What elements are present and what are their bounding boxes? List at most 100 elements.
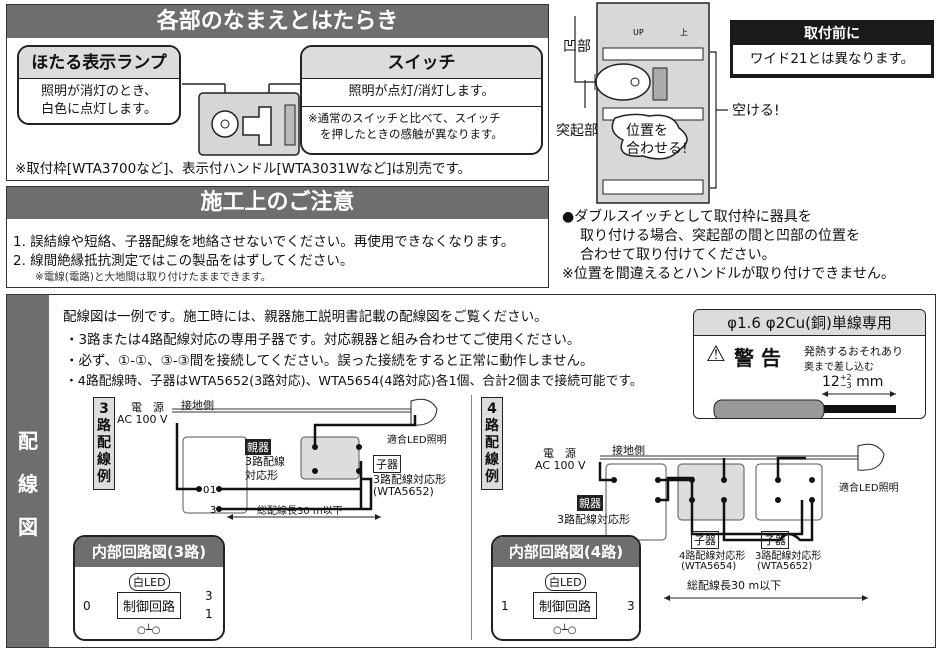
tw-parent-2: 対応形	[245, 469, 278, 482]
tw-child-1: 3路配線対応形	[373, 473, 446, 486]
warning-icon: ⚠	[706, 342, 726, 367]
before-mount-text: ワイド21とは異なります。	[733, 45, 931, 74]
device-illustration	[182, 83, 302, 156]
strip-length-unit: mm	[856, 374, 884, 390]
up-label: UP	[633, 28, 644, 37]
tw-l0: 3	[99, 401, 109, 417]
strip-length: 12+2−3 mm	[822, 373, 884, 391]
mounting-frame-illustration: UP 上	[574, 2, 728, 204]
tw-l1: 路	[97, 418, 111, 434]
recess-label: 凹部	[563, 39, 591, 55]
fw-power-1: 電 源	[543, 447, 576, 460]
fw-ground: 接地側	[612, 444, 645, 457]
tw-parent-tag: 親器	[245, 439, 271, 455]
fw-lamp: 適合LED照明	[839, 483, 899, 494]
fw-child-b-2: (WTA5652)	[757, 561, 813, 572]
mounting-instructions: ●ダブルスイッチとして取付枠に器具を 取り付ける場合、突起部の間と凹部の位置を …	[562, 208, 895, 284]
fw-power-2: AC 100 V	[535, 459, 586, 472]
caution-panel: 施工上のご注意 1. 誤結線や短絡、子器配線を地絡させないでください。再使用でき…	[6, 186, 549, 288]
lamp-line2: 白色に点灯します。	[41, 102, 157, 117]
wiring-point-3: ・4路配線時、子器はWTA5652(3路対応)、WTA5654(4路対応)各1個…	[65, 374, 643, 389]
tw-child-tag: 子器	[373, 455, 401, 473]
bullet-line-3: 合わせて取り付けてください。	[580, 247, 776, 263]
tw-term-0: 0	[203, 485, 209, 496]
push-switch-icon: ○┴○	[137, 625, 161, 636]
warning-text-1: 発熱するおそれあり	[804, 345, 903, 358]
fw-child-a-2: (WTA5654)	[681, 561, 737, 572]
circuit4-t1: 1	[501, 599, 509, 613]
side-char-1: 配	[18, 429, 38, 453]
push-switch-icon: ○┴○	[553, 625, 577, 636]
section-divider	[471, 395, 472, 640]
fw-l4: 例	[485, 469, 499, 485]
wiring-point-2: ・必ず、①-①、③-③間を接続してください。誤った接続をすると正常に動作しません…	[65, 353, 594, 369]
tw-length: 総配線長30 m以下	[257, 506, 343, 517]
side-char-3: 図	[18, 515, 38, 539]
fw-parent-tag: 親器	[577, 495, 603, 511]
circuit-4way: 内部回路図(4路) 白LED 制御回路 1 3 ○┴○	[491, 535, 641, 641]
before-mount-box: 取付前に ワイド21とは異なります。	[730, 20, 934, 78]
circuit3-t1: 1	[205, 607, 213, 621]
tw-power-1: 電 源	[131, 401, 164, 414]
switch-callout: スイッチ 照明が点灯/消灯します。 ※通常のスイッチと比べて、スイッチ を押した…	[300, 45, 543, 155]
caution-subnote: ※電線(電路)と大地間は取り付けたままできます。	[35, 271, 272, 283]
fw-l0: 4	[487, 401, 497, 417]
fw-child-a-tag: 子器	[691, 531, 719, 549]
fw-child-b-1: 3路配線対応形	[755, 551, 822, 562]
fw-child-b-tag: 子器	[761, 531, 789, 549]
circuit4-title: 内部回路図(4路)	[493, 537, 639, 567]
circuit3-ctrl: 制御回路	[117, 592, 182, 619]
tw-l4: 例	[97, 469, 111, 485]
circuit4-led: 白LED	[545, 573, 586, 591]
three-way-diagram: 0 1 3	[172, 398, 438, 520]
stripped-wire-illustration	[713, 391, 896, 418]
switch-note2: を押したときの感触が異なります。	[320, 127, 503, 141]
up-label-jp: 上	[680, 28, 688, 37]
names-title: 各部のなまえとはたらき	[7, 5, 548, 38]
warning-text-2: 奥まで差し込む	[804, 362, 874, 373]
warning-label: 警 告	[734, 346, 781, 370]
fw-parent-1: 3路配線対応形	[557, 513, 630, 526]
tw-l2: 配	[97, 435, 111, 451]
caution-item-1: 1. 誤結線や短絡、子器配線を地絡させないでください。再使用できなくなります。	[13, 234, 515, 250]
switch-note1: ※通常のスイッチと比べて、スイッチ	[308, 111, 501, 125]
fw-l2: 配	[485, 435, 499, 451]
circuit-3way: 内部回路図(3路) 白LED 制御回路 0 3 1 ○┴○	[73, 535, 225, 641]
lamp-line1: 照明が消灯のとき、	[40, 84, 158, 99]
tw-child-2: (WTA5652)	[373, 485, 434, 498]
bullet-line-2: 取り付ける場合、突起部の間と凹部の位置を	[580, 228, 860, 244]
wire-spec-title: φ1.6 φ2Cu(銅)単線専用	[694, 310, 925, 336]
circuit3-led: 白LED	[129, 573, 170, 591]
wire-spec-box: φ1.6 φ2Cu(銅)単線専用 ⚠ 警 告 発熱するおそれあり 奥まで差し込む…	[693, 309, 926, 419]
align-bubble: 位置を 合わせる!	[626, 122, 688, 158]
side-char-2: 線	[18, 472, 38, 496]
tw-l3: 線	[97, 452, 111, 468]
names-panel: 各部のなまえとはたらき ほたる表示ランプ 照明が消灯のとき、白色に点灯します。 …	[6, 4, 549, 181]
lamp-title: ほたる表示ランプ	[19, 47, 179, 79]
strip-length-value: 12	[822, 374, 840, 390]
wiring-side-strip: 配 線 図	[7, 295, 49, 647]
tw-parent-1: 3路配線	[245, 455, 285, 468]
circuit4-t3: 3	[627, 599, 635, 613]
four-way-diagram	[598, 443, 885, 601]
fw-child-a-1: 4路配線対応形	[679, 551, 746, 562]
fw-l3: 線	[485, 452, 499, 468]
caution-title: 施工上のご注意	[7, 187, 548, 219]
wiring-panel: 配 線 図 配線図は一例です。施工時には、親器施工説明書記載の配線図をご覧くださ…	[6, 294, 936, 648]
switch-title: スイッチ	[302, 47, 541, 79]
wiring-intro: 配線図は一例です。施工時には、親器施工説明書記載の配線図をご覧ください。	[63, 309, 548, 325]
names-footnote: ※取付枠[WTA3700など]、表示付ハンドル[WTA3031Wなど]は別売です…	[15, 161, 472, 177]
bullet-line-1: ●ダブルスイッチとして取付枠に器具を	[562, 209, 812, 225]
bubble-line1: 位置を	[626, 123, 668, 139]
tw-ground: 接地側	[181, 399, 214, 412]
tol-plus: +2	[839, 373, 852, 382]
circuit4-ctrl: 制御回路	[533, 592, 598, 619]
lamp-callout: ほたる表示ランプ 照明が消灯のとき、白色に点灯します。	[17, 45, 181, 125]
tol-minus: −3	[839, 381, 852, 390]
mounting-note: ※位置を間違えるとハンドルが取り付けできません。	[562, 266, 895, 282]
bubble-line2: 合わせる!	[626, 141, 688, 157]
tw-power-2: AC 100 V	[117, 413, 168, 426]
tw-lamp: 適合LED照明	[387, 435, 447, 446]
